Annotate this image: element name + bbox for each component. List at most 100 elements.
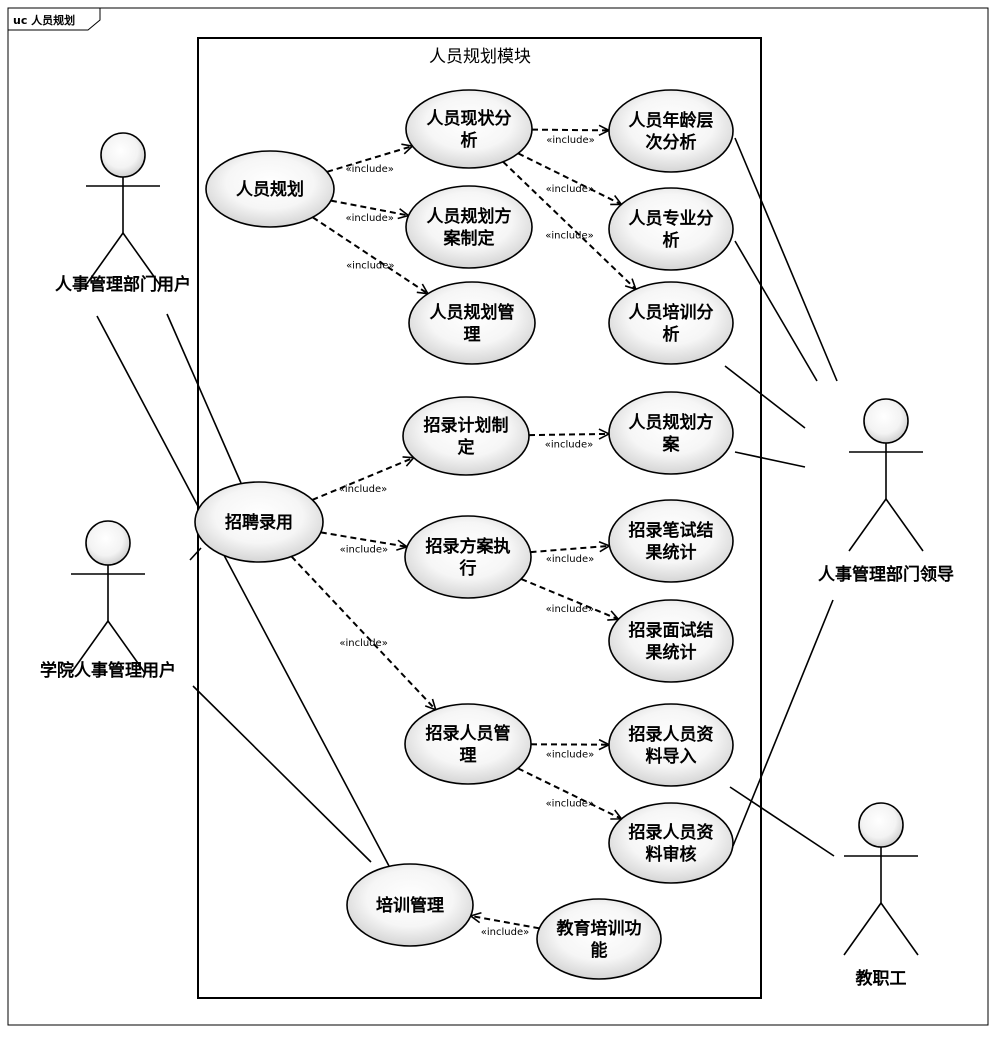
actor-left-leg — [70, 620, 109, 674]
use-case-shape — [608, 703, 734, 787]
use-case-uc_recruit[interactable]: 招聘录用 — [194, 481, 324, 563]
actor-right-leg — [885, 498, 924, 552]
include-uc_status-uc_age — [531, 130, 609, 131]
include-uc_plan-uc_plan_mgmt — [312, 216, 428, 293]
association-hr_leader-uc_training_an — [724, 365, 806, 429]
association-hr_user-uc_recruit — [166, 313, 242, 484]
include-label: «include» — [345, 213, 393, 224]
include-label: «include» — [340, 545, 388, 556]
actor-college_user[interactable]: 学院人事管理用户 — [40, 520, 176, 681]
system-name: 人员规划模块 — [429, 47, 531, 67]
actor-label: 学院人事管理用户 — [40, 660, 176, 681]
use-case-label: 案制定 — [443, 228, 495, 249]
include-uc_recruit-uc_rec_staff — [290, 555, 436, 710]
use-case-shape — [608, 391, 734, 475]
actor-right-leg — [107, 620, 146, 674]
use-case-shape — [536, 898, 662, 980]
use-case-label: 料审核 — [646, 844, 697, 865]
use-case-shape — [404, 515, 532, 599]
association-hr_leader-uc_age — [734, 137, 838, 382]
include-label: «include» — [546, 184, 594, 195]
use-case-uc_plan[interactable]: 人员规划 — [205, 150, 335, 228]
use-case-shape — [608, 802, 734, 884]
association-hr_user-uc_train_mgmt — [96, 315, 390, 867]
actor-hr_leader[interactable]: 人事管理部门领导 — [818, 398, 954, 585]
use-case-label: 理 — [464, 325, 481, 345]
use-case-label: 人员培训分 — [629, 302, 714, 323]
actor-right-leg — [122, 232, 161, 286]
use-case-label: 案 — [662, 434, 681, 455]
include-uc_recruit-uc_rec_plan — [311, 458, 413, 501]
use-case-shape — [346, 863, 474, 947]
actor-label: 人事管理部门用户 — [55, 274, 191, 295]
include-uc_rec_staff-uc_audit — [517, 767, 622, 819]
actor-hr_user[interactable]: 人事管理部门用户 — [55, 132, 191, 295]
use-case-label: 析 — [461, 130, 478, 151]
actor-head — [100, 132, 146, 178]
use-case-shape — [194, 481, 324, 563]
use-case-shape — [405, 185, 533, 269]
include-label: «include» — [546, 799, 594, 810]
use-case-label: 招录笔试结 — [629, 520, 714, 541]
actor-left-leg — [85, 232, 124, 286]
use-case-label: 教育培训功 — [556, 918, 642, 939]
use-case-label: 定 — [458, 437, 475, 458]
include-label: «include» — [345, 164, 393, 175]
use-case-label: 人员规划方 — [427, 206, 512, 227]
use-case-shape — [205, 150, 335, 228]
use-case-shape — [608, 89, 734, 173]
actor-label: 人事管理部门领导 — [818, 564, 954, 585]
use-case-shape — [608, 499, 734, 583]
use-case-label: 招录计划制 — [424, 415, 509, 436]
include-label: «include» — [546, 750, 594, 761]
use-case-label: 果统计 — [646, 542, 697, 563]
actor-left-leg — [848, 498, 887, 552]
use-case-shape — [402, 396, 530, 476]
include-uc_rec_exec-uc_written — [530, 546, 610, 554]
association-hr_leader-uc_major — [734, 240, 818, 382]
include-uc_recruit-uc_rec_exec — [320, 531, 407, 546]
diagram-frame — [7, 7, 989, 1026]
include-label: «include» — [545, 231, 593, 242]
include-uc_rec_exec-uc_interview — [520, 578, 618, 619]
use-case-shape — [608, 187, 734, 271]
use-case-label: 行 — [459, 558, 477, 579]
use-case-label: 培训管理 — [376, 895, 444, 916]
use-case-shape — [404, 703, 532, 785]
use-case-label: 人员年龄层 — [629, 110, 714, 131]
use-case-uc_train_mgmt[interactable]: 培训管理 — [346, 863, 474, 947]
actor-head — [858, 802, 904, 848]
use-case-label: 人员规划 — [236, 179, 304, 200]
use-case-label: 析 — [663, 324, 680, 345]
use-case-label: 次分析 — [646, 132, 697, 153]
use-case-label: 人员规划方 — [629, 412, 714, 433]
frame-label: uc 人员规划 — [13, 13, 75, 27]
actor-right-leg — [880, 902, 919, 956]
include-label: «include» — [339, 484, 387, 495]
actor-staff[interactable]: 教职工 — [843, 802, 919, 989]
use-case-label: 人员规划管 — [430, 302, 515, 323]
association-college_user-uc_recruit — [189, 547, 202, 561]
include-label: «include» — [545, 440, 593, 451]
actor-head — [863, 398, 909, 444]
use-case-label: 理 — [460, 746, 477, 766]
use-case-label: 招聘录用 — [225, 512, 293, 533]
association-hr_leader-uc_audit — [732, 599, 834, 847]
association-college_user-uc_train_mgmt — [192, 685, 372, 863]
